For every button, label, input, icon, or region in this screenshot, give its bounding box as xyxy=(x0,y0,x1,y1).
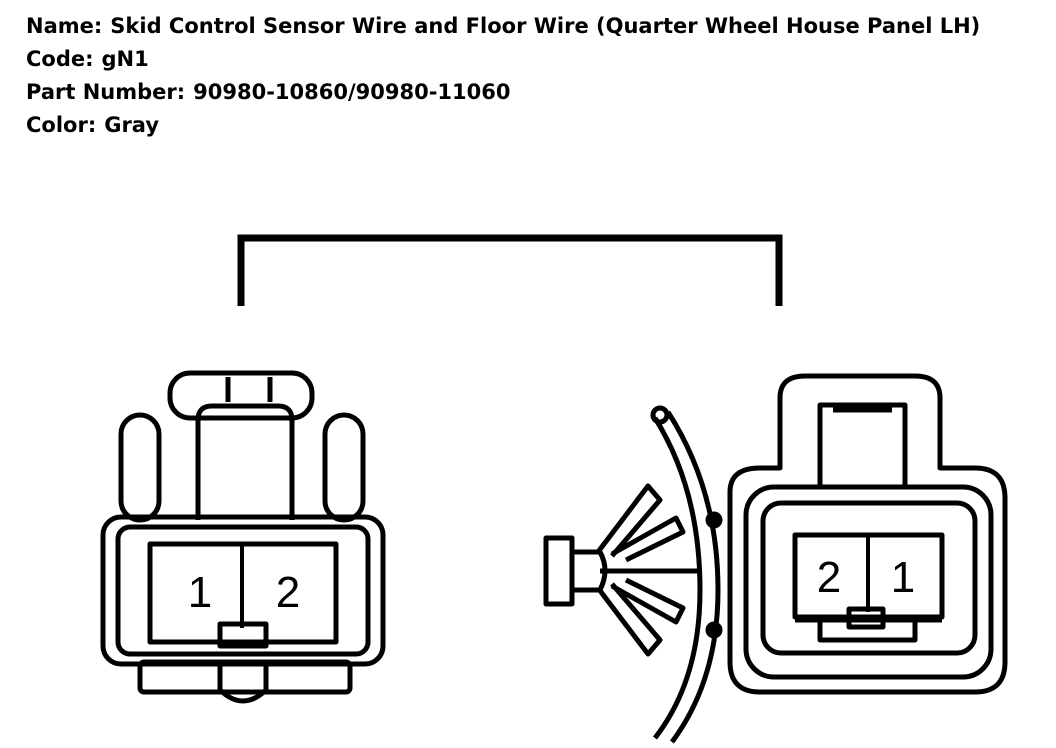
left-connector xyxy=(100,370,386,704)
part-number-value: 90980-10860/90980-11060 xyxy=(193,80,511,104)
left-latch-tab xyxy=(167,370,315,421)
mounting-clip xyxy=(543,405,723,744)
name-value: Skid Control Sensor Wire and Floor Wire … xyxy=(110,14,981,38)
name-label: Name: xyxy=(26,14,103,38)
right-side-rib xyxy=(322,412,366,523)
part-number-label: Part Number: xyxy=(26,80,186,104)
connector-info: Name: Skid Control Sensor Wire and Floor … xyxy=(26,10,980,142)
color-label: Color: xyxy=(26,113,97,137)
part-number-row: Part Number: 90980-10860/90980-11060 xyxy=(26,76,980,109)
left-pin-2: 2 xyxy=(276,568,300,617)
code-row: Code: gN1 xyxy=(26,43,980,76)
left-side-rib xyxy=(118,412,162,523)
name-row: Name: Skid Control Sensor Wire and Floor … xyxy=(26,10,980,43)
left-key-slot xyxy=(217,621,269,649)
right-pin-2: 2 xyxy=(817,553,841,602)
code-label: Code: xyxy=(26,47,94,71)
color-value: Gray xyxy=(104,113,160,137)
right-pin-1: 1 xyxy=(891,553,915,602)
color-row: Color: Gray xyxy=(26,109,980,142)
clip-lower-prong xyxy=(596,582,663,657)
right-body-inner xyxy=(743,484,994,680)
clip-head xyxy=(543,535,575,607)
code-value: gN1 xyxy=(101,47,149,71)
left-pin-1: 1 xyxy=(188,568,212,617)
right-connector xyxy=(727,373,1008,695)
clip-upper-prong xyxy=(596,483,663,558)
mating-bracket xyxy=(237,234,783,306)
clip-spring-arm xyxy=(652,416,703,740)
right-hood xyxy=(727,373,1008,695)
